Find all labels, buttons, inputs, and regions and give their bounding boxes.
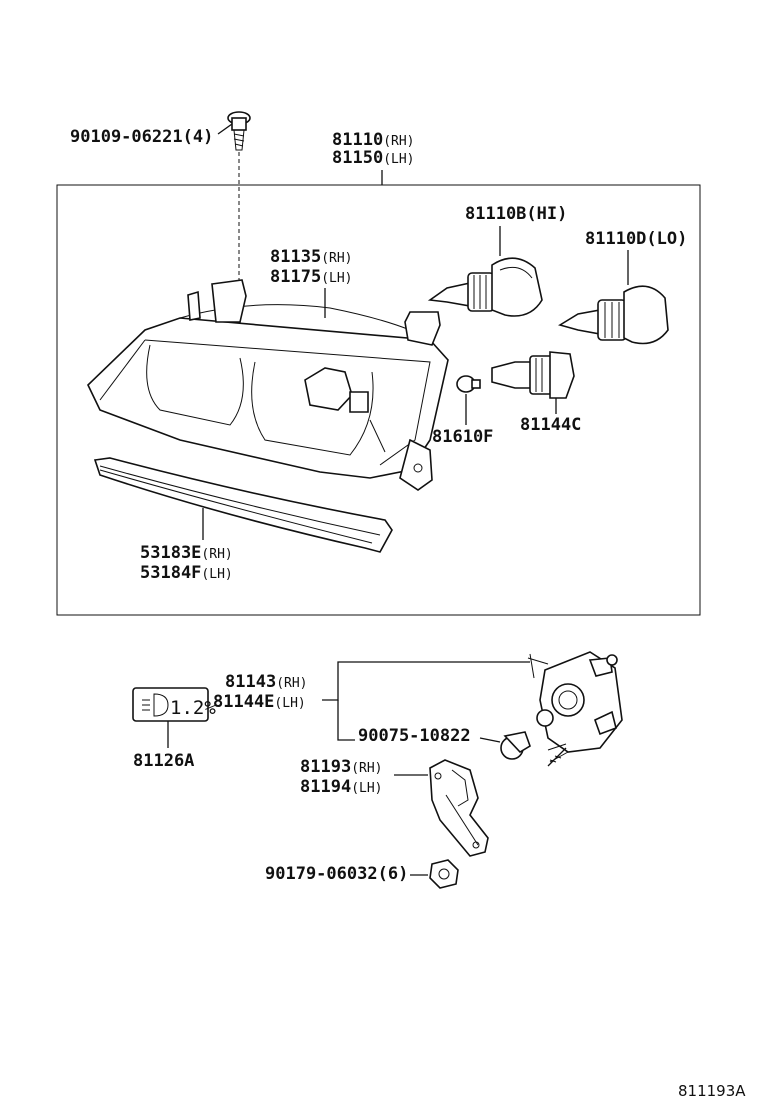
bulb-hi-label: 81110B(HI) xyxy=(465,204,567,224)
small-bulb-icon[interactable] xyxy=(456,375,481,393)
nut-icon[interactable] xyxy=(429,859,459,889)
diagram-id: 811193A xyxy=(678,1082,746,1100)
socket-label: 81144C xyxy=(520,415,581,435)
fog-lh-label: 81144E(LH) xyxy=(213,692,306,712)
bulb-lo-label: 81110D(LO) xyxy=(585,229,687,249)
molding-rh-label: 53183E(RH) xyxy=(140,543,233,563)
leveling-label-part: 81126A xyxy=(133,751,194,771)
housing-lh-label: 81175(LH) xyxy=(270,267,353,287)
socket-icon[interactable] xyxy=(491,351,575,399)
unit-lh-label: 81150(LH) xyxy=(332,148,415,168)
svg-text:90109-06221(4): 90109-06221(4) xyxy=(70,127,213,147)
molding-lh-label: 53184F(LH) xyxy=(140,563,233,583)
headlamp-housing-icon[interactable] xyxy=(87,279,449,491)
molding-strip-icon[interactable] xyxy=(93,457,393,553)
leveling-label-icon[interactable]: 1.2% xyxy=(132,687,216,722)
assembly-box xyxy=(56,184,701,616)
adjust-screw-icon[interactable] xyxy=(547,747,567,767)
screw-part-number: 90109-06221 xyxy=(70,127,183,147)
small-bulb-label: 81610F xyxy=(432,427,493,447)
bulb-lo-icon[interactable] xyxy=(558,285,669,345)
screw-icon[interactable] xyxy=(227,111,251,151)
screw-quantity: (4) xyxy=(183,127,214,147)
unit-rh-label: 81110(RH) xyxy=(332,130,415,150)
housing-rh-label: 81135(RH) xyxy=(270,247,353,267)
fog-rh-label: 81143(RH) xyxy=(225,672,308,692)
nut-label: 90179-06032(6) xyxy=(265,864,408,884)
leveling-label-text: 1.2% xyxy=(170,697,216,719)
fog-bolt-label: 90075-10822 xyxy=(358,726,471,746)
leveling-motor-icon[interactable] xyxy=(527,651,623,763)
bracket-lh-label: 81194(LH) xyxy=(300,777,383,797)
bulb-hi-icon[interactable] xyxy=(427,257,543,317)
bracket-icon[interactable] xyxy=(429,759,489,857)
bracket-rh-label: 81193(RH) xyxy=(300,757,383,777)
fog-bolt-icon[interactable] xyxy=(500,731,531,760)
